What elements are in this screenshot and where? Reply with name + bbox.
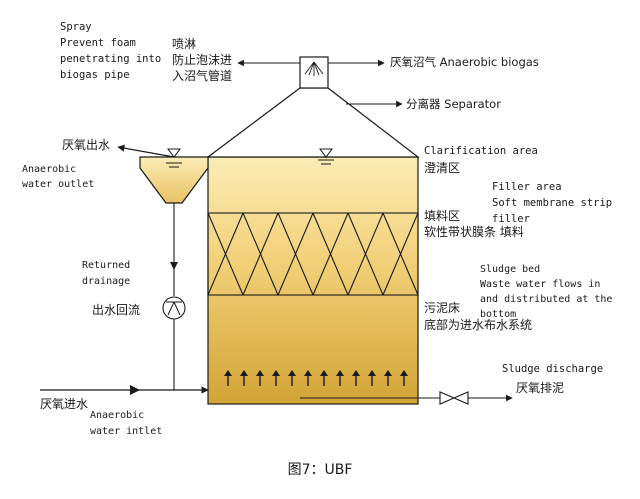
hopper-water-level-icon	[166, 148, 182, 168]
returned-label-en: Returned drainage	[82, 260, 136, 287]
figure-caption: 图7：UBF	[288, 462, 353, 478]
sludge-valve-icon	[439, 391, 469, 405]
distribution-arrows	[224, 370, 408, 386]
return-pump-icon	[162, 296, 186, 320]
separator-roof	[206, 87, 420, 158]
clarification-label-en: Clarification area	[424, 145, 538, 157]
outlet-label-en: Anaerobic water outlet	[22, 164, 94, 190]
sludge-bed-label-en: Sludge bed Waste water flows in and dist…	[480, 264, 618, 320]
spray-nozzle-icon	[304, 61, 324, 76]
outlet-hopper	[139, 156, 209, 204]
sludge-discharge-label-zh: 厌氧排泥	[516, 381, 564, 395]
inlet-arrow-icon	[130, 385, 140, 395]
returned-label-zh: 出水回流	[92, 303, 140, 317]
filler-label-zh: 填料区 软性带状膜条 填料	[424, 209, 524, 239]
water-level-icon	[318, 148, 334, 165]
filler-label-en: Filler area Soft membrane strip filler	[492, 181, 618, 225]
sludge-bed-label-zh: 污泥床 底部为进水布水系统	[424, 301, 532, 332]
filler-media	[207, 212, 419, 296]
spray-label-zh: 喷淋 防止泡沫进 入沼气管道	[172, 37, 236, 83]
outlet-pipe	[117, 144, 175, 158]
biogas-label: 厌氧沼气 Anaerobic biogas	[390, 55, 539, 69]
return-flow-arrow-icon	[170, 262, 178, 270]
separator-label: 分离器 Separator	[406, 97, 501, 111]
outlet-label-zh: 厌氧出水	[62, 138, 110, 152]
reactor-body	[207, 156, 419, 405]
sludge-discharge-label-en: Sludge discharge	[502, 363, 603, 375]
inlet-label-zh: 厌氧进水	[40, 397, 88, 411]
clarification-label-zh: 澄清区	[424, 160, 460, 175]
pump-symbol-icon	[166, 301, 182, 316]
inlet-label-en: Anaerobic water intlet	[90, 410, 162, 437]
spray-label-en: Spray Prevent foam penetrating into biog…	[60, 21, 167, 81]
